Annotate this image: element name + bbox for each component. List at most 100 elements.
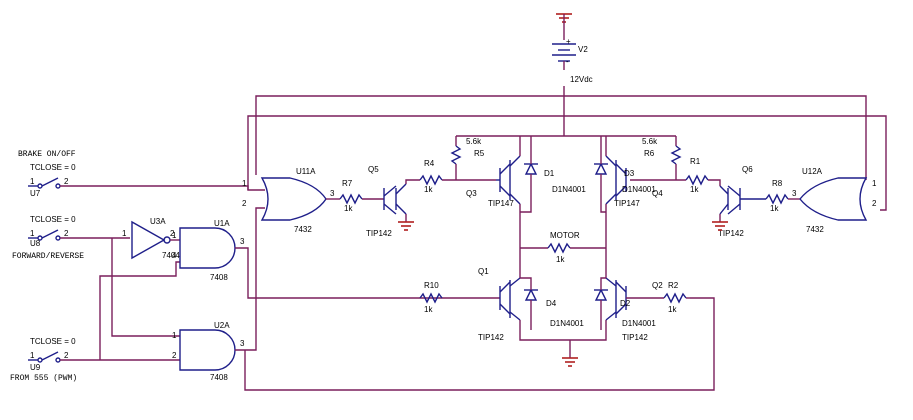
svg-text:2: 2 xyxy=(170,229,175,238)
svg-text:4: 4 xyxy=(172,251,177,260)
resistor-r5: 5.6k R5 xyxy=(450,136,485,180)
v2-plus: + xyxy=(566,37,571,46)
motor: MOTOR 1k xyxy=(520,231,606,264)
svg-text:Q5: Q5 xyxy=(368,165,379,174)
svg-text:D3: D3 xyxy=(624,169,635,178)
svg-text:Q3: Q3 xyxy=(466,189,477,198)
svg-text:D4: D4 xyxy=(546,299,557,308)
resistor-r7: R7 1k xyxy=(339,179,384,213)
svg-text:TIP142: TIP142 xyxy=(366,229,392,238)
u3a-part: 7404 xyxy=(162,251,180,260)
u9-label: U9 xyxy=(30,363,41,372)
transistor-q2: Q2 TIP142 xyxy=(605,277,663,342)
transistor-q3: Q3 TIP147 xyxy=(466,155,521,208)
transistor-q5: Q5 TIP142 xyxy=(366,165,420,238)
v2-label: V2 xyxy=(578,45,588,54)
ground-bottom xyxy=(562,340,578,367)
u1a-label: U1A xyxy=(214,219,230,228)
transistor-q6: Q6 TIP142 xyxy=(712,165,766,238)
v2-battery: + - V2 12Vdc xyxy=(552,13,593,96)
switch-u7: BRAKE ON/OFF TCLOSE = 0 1 2 U7 xyxy=(18,150,265,198)
u3a-label: U3A xyxy=(150,217,166,226)
diode-d1: D1 D1N4001 xyxy=(524,162,586,194)
u8-tclose: TCLOSE = 0 xyxy=(30,215,76,224)
u7-label: U7 xyxy=(30,189,41,198)
svg-text:3: 3 xyxy=(240,237,245,246)
u7-tclose: TCLOSE = 0 xyxy=(30,163,76,172)
u11a-label: U11A xyxy=(296,167,316,176)
u12a-or-gate: U12A 7432 1 2 3 xyxy=(792,167,877,234)
diode-d3: D3 D1N4001 xyxy=(594,162,656,194)
resistor-r10: R10 1k xyxy=(419,281,443,314)
resistor-r8: R8 1k xyxy=(765,179,800,213)
svg-text:1k: 1k xyxy=(770,204,779,213)
svg-text:3: 3 xyxy=(792,189,797,198)
svg-text:R1: R1 xyxy=(690,157,701,166)
resistor-r2: R2 1k xyxy=(626,281,690,314)
svg-text:2: 2 xyxy=(64,351,69,360)
svg-text:R7: R7 xyxy=(342,179,353,188)
svg-text:1: 1 xyxy=(30,229,35,238)
svg-text:R2: R2 xyxy=(668,281,679,290)
svg-text:1: 1 xyxy=(122,229,127,238)
svg-text:1: 1 xyxy=(30,351,35,360)
svg-text:3: 3 xyxy=(330,189,335,198)
svg-text:R8: R8 xyxy=(772,179,783,188)
svg-text:Q2: Q2 xyxy=(652,281,663,290)
svg-text:1k: 1k xyxy=(424,185,433,194)
u8-label: U8 xyxy=(30,239,41,248)
svg-text:TIP142: TIP142 xyxy=(622,333,648,342)
u2a-and-gate: U2A 7408 1 2 3 xyxy=(172,207,715,391)
resistor-r4: R4 1k xyxy=(419,159,496,194)
svg-text:1: 1 xyxy=(172,231,177,240)
svg-text:1: 1 xyxy=(872,179,877,188)
svg-text:2: 2 xyxy=(64,177,69,186)
svg-text:Q6: Q6 xyxy=(742,165,753,174)
svg-text:D1N4001: D1N4001 xyxy=(622,185,656,194)
svg-text:3: 3 xyxy=(240,339,245,348)
svg-text:TIP147: TIP147 xyxy=(614,199,640,208)
v2-value: 12Vdc xyxy=(570,75,593,84)
svg-text:D1N4001: D1N4001 xyxy=(622,319,656,328)
u2a-part: 7408 xyxy=(210,373,228,382)
switch-u8: TCLOSE = 0 1 2 U8 FORWARD/REVERSE xyxy=(12,215,180,337)
svg-text:D1N4001: D1N4001 xyxy=(550,319,584,328)
svg-text:5.6k: 5.6k xyxy=(642,137,658,146)
svg-text:D2: D2 xyxy=(620,299,631,308)
svg-text:2: 2 xyxy=(872,199,877,208)
u9-tclose: TCLOSE = 0 xyxy=(30,337,76,346)
switch-u9: TCLOSE = 0 1 2 U9 FROM 555 (PWM) xyxy=(10,261,180,383)
diode-d4: D4 D1N4001 xyxy=(524,288,584,328)
u11a-or-gate: U11A 7432 1 2 3 xyxy=(242,167,340,234)
svg-text:Q1: Q1 xyxy=(478,267,489,276)
u12a-part: 7432 xyxy=(806,225,824,234)
svg-text:1k: 1k xyxy=(556,255,565,264)
v2-minus: - xyxy=(566,57,569,66)
svg-text:MOTOR: MOTOR xyxy=(550,231,580,240)
transistor-q1: Q1 TIP142 xyxy=(478,267,521,342)
svg-text:1k: 1k xyxy=(668,305,677,314)
svg-text:1k: 1k xyxy=(424,305,433,314)
svg-text:2: 2 xyxy=(64,229,69,238)
svg-text:D1: D1 xyxy=(544,169,555,178)
svg-text:5.6k: 5.6k xyxy=(466,137,482,146)
svg-text:TIP142: TIP142 xyxy=(478,333,504,342)
svg-text:1: 1 xyxy=(172,331,177,340)
resistor-r6: 5.6k R6 xyxy=(642,136,682,180)
svg-text:1k: 1k xyxy=(344,204,353,213)
brake-label: BRAKE ON/OFF xyxy=(18,150,76,159)
resistor-r1: R1 1k xyxy=(685,157,721,194)
svg-text:2: 2 xyxy=(172,351,177,360)
svg-text:TIP142: TIP142 xyxy=(718,229,744,238)
u3a-inverter: U3A 7404 1 2 xyxy=(122,217,180,260)
svg-text:2: 2 xyxy=(242,199,247,208)
fwd-label: FORWARD/REVERSE xyxy=(12,252,84,261)
u1a-part: 7408 xyxy=(210,273,228,282)
u2a-label: U2A xyxy=(214,321,230,330)
svg-text:1: 1 xyxy=(242,179,247,188)
svg-text:R10: R10 xyxy=(424,281,439,290)
pwm-label: FROM 555 (PWM) xyxy=(10,374,77,383)
svg-text:R6: R6 xyxy=(644,149,655,158)
